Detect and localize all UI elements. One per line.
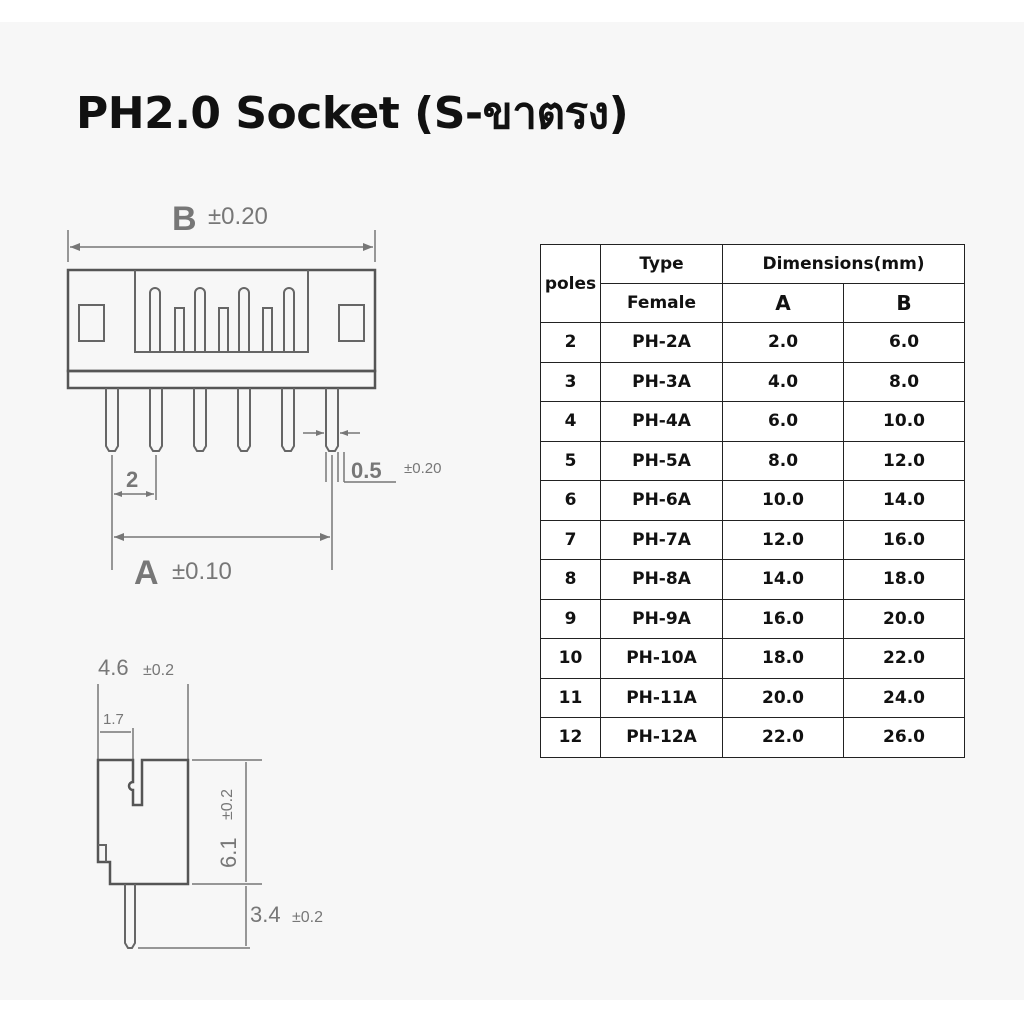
dimension-a-cell: 4.0 xyxy=(722,361,844,402)
contact-pins xyxy=(149,287,295,353)
dimension-a-cell: 10.0 xyxy=(722,480,844,521)
col-dimensions-header: Dimensions(mm) xyxy=(721,244,966,284)
poles-cell: 3 xyxy=(540,361,601,402)
side-view: 4.6 ±0.2 1.7 6.1 ±0.2 3.4 ±0.2 xyxy=(96,655,323,949)
type-cell: PH-5A xyxy=(600,440,723,481)
dimension-b-cell: 14.0 xyxy=(842,480,966,521)
side-width-label: 4.6 xyxy=(98,655,129,680)
poles-cell: 4 xyxy=(540,401,601,442)
dimension-a-cell: 12.0 xyxy=(722,519,844,560)
pitch-label: 2 xyxy=(126,467,138,492)
type-cell: PH-11A xyxy=(600,677,723,718)
dimension-b-cell: 16.0 xyxy=(842,519,966,560)
poles-cell: 5 xyxy=(540,440,601,481)
external-pins xyxy=(105,388,339,452)
page-title: PH2.0 Socket (S-ขาตรง) xyxy=(76,88,629,139)
dimension-b-cell: 6.0 xyxy=(842,322,966,363)
type-cell: PH-12A xyxy=(600,717,723,758)
pin-length-label: 3.4 xyxy=(250,902,281,927)
poles-cell: 10 xyxy=(540,638,601,679)
dimension-a-cell: 18.0 xyxy=(722,638,844,679)
dimension-a-cell: 2.0 xyxy=(722,322,844,363)
dimension-b-cell: 26.0 xyxy=(842,717,966,758)
dimension-b-cell: 12.0 xyxy=(842,440,966,481)
type-cell: PH-8A xyxy=(600,559,723,600)
poles-cell: 9 xyxy=(540,598,601,639)
dimension-a-cell: 8.0 xyxy=(722,440,844,481)
col-a-header: A xyxy=(722,283,844,323)
type-cell: PH-2A xyxy=(600,322,723,363)
pin-width-label: 0.5 xyxy=(351,458,382,483)
poles-cell: 6 xyxy=(540,480,601,521)
dimension-b-cell: 24.0 xyxy=(842,677,966,718)
poles-cell: 7 xyxy=(540,519,601,560)
type-cell: PH-6A xyxy=(600,480,723,521)
poles-cell: 2 xyxy=(540,322,601,363)
dimension-b-cell: 10.0 xyxy=(842,401,966,442)
b-tolerance-label: ±0.20 xyxy=(208,203,268,230)
dimension-a-cell: 14.0 xyxy=(722,559,844,600)
dimension-a-cell: 22.0 xyxy=(722,717,844,758)
type-cell: PH-3A xyxy=(600,361,723,402)
a-tolerance-label: ±0.10 xyxy=(172,558,232,585)
b-dimension-label: B xyxy=(172,200,197,238)
dimension-b-cell: 8.0 xyxy=(842,361,966,402)
poles-cell: 8 xyxy=(540,559,601,600)
dimension-b-cell: 22.0 xyxy=(842,638,966,679)
poles-cell: 11 xyxy=(540,677,601,718)
type-cell: PH-4A xyxy=(600,401,723,442)
table-header-row: poles Type Dimensions(mm) xyxy=(540,244,966,323)
type-cell: PH-7A xyxy=(600,519,723,560)
type-cell: PH-10A xyxy=(600,638,723,679)
side-width-tolerance-label: ±0.2 xyxy=(143,662,174,679)
side-height-label: 6.1 xyxy=(216,837,241,868)
front-view: B ±0.20 xyxy=(66,200,441,592)
col-type-header: Type xyxy=(600,244,723,284)
dimension-a-cell: 20.0 xyxy=(722,677,844,718)
slot-width-label: 1.7 xyxy=(103,711,124,728)
dimension-b-cell: 20.0 xyxy=(842,598,966,639)
type-cell: PH-9A xyxy=(600,598,723,639)
pin-width-tolerance-label: ±0.20 xyxy=(404,460,441,477)
col-b-header: B xyxy=(842,283,966,323)
a-dimension-label: A xyxy=(134,554,159,592)
col-female-header: Female xyxy=(600,283,723,323)
table-subheader-row: Female A B xyxy=(541,283,966,323)
side-height-tolerance-label: ±0.2 xyxy=(219,789,236,820)
dimension-a-cell: 6.0 xyxy=(722,401,844,442)
pin-length-tolerance-label: ±0.2 xyxy=(292,909,323,926)
col-poles-header: poles xyxy=(540,244,601,323)
dimension-b-cell: 18.0 xyxy=(842,559,966,600)
poles-cell: 12 xyxy=(540,717,601,758)
dimension-a-cell: 16.0 xyxy=(722,598,844,639)
